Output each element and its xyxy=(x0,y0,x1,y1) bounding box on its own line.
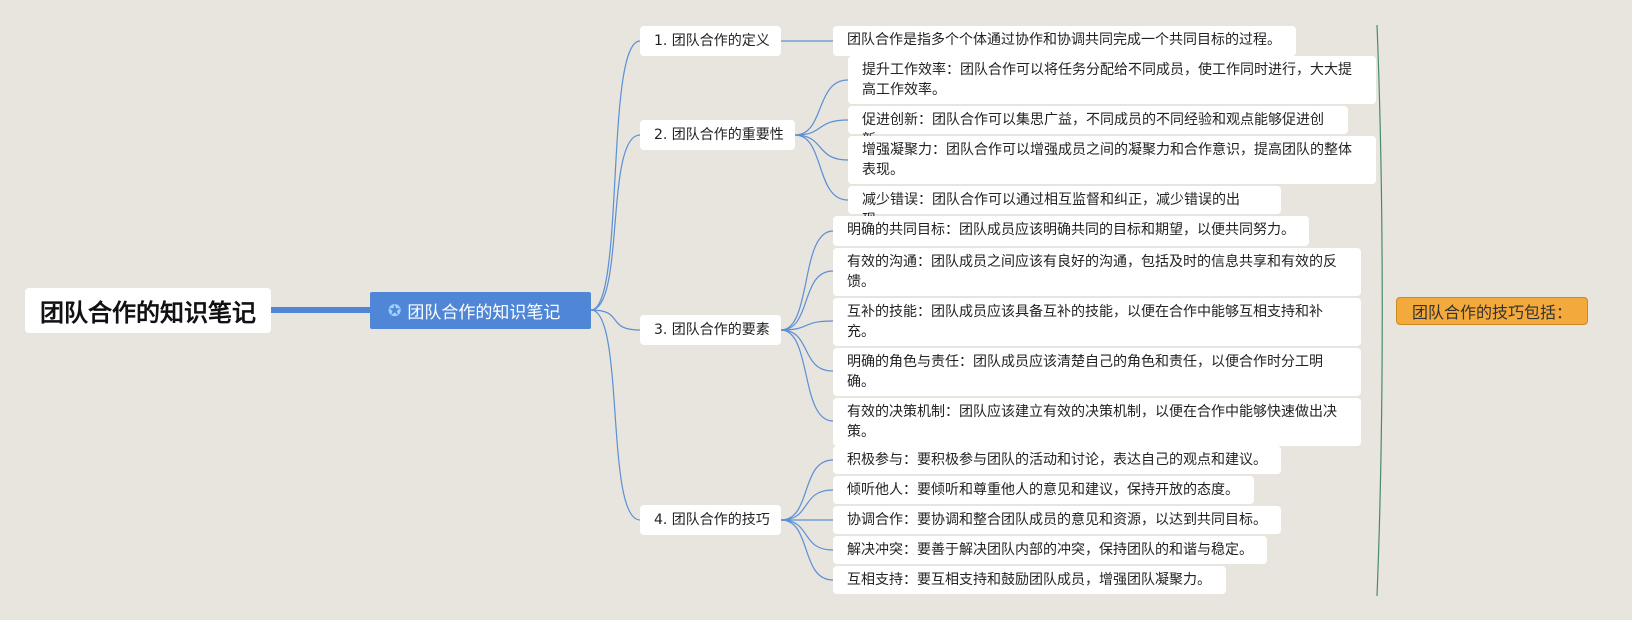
leaf-text: 有效的决策机制：团队应该建立有效的决策机制，以便在合作中能够快速做出决策。 xyxy=(847,404,1337,440)
list-item[interactable]: 提升工作效率：团队合作可以将任务分配给不同成员，使工作同时进行，大大提高工作效率… xyxy=(848,56,1376,104)
branch-label: 1. 团队合作的定义 xyxy=(654,33,770,49)
summary-topic[interactable]: 团队合作的技巧包括： xyxy=(1396,297,1588,325)
leaf-text: 协调合作：要协调和整合团队成员的意见和资源，以达到共同目标。 xyxy=(847,512,1267,528)
central-topic[interactable]: ✪ 团队合作的知识笔记 xyxy=(370,292,591,329)
list-item[interactable]: 促进创新：团队合作可以集思广益，不同成员的不同经验和观点能够促进创新。 xyxy=(848,106,1348,148)
star-icon: ✪ xyxy=(388,301,402,320)
list-item[interactable]: 倾听他人：要倾听和尊重他人的意见和建议，保持开放的态度。 xyxy=(833,476,1254,504)
list-item[interactable]: 积极参与：要积极参与团队的活动和讨论，表达自己的观点和建议。 xyxy=(833,446,1281,474)
summary-bracket xyxy=(1376,24,1383,597)
leaf-text: 提升工作效率：团队合作可以将任务分配给不同成员，使工作同时进行，大大提高工作效率… xyxy=(862,62,1352,98)
leaf-text: 倾听他人：要倾听和尊重他人的意见和建议，保持开放的态度。 xyxy=(847,482,1239,498)
leaf-text: 积极参与：要积极参与团队的活动和讨论，表达自己的观点和建议。 xyxy=(847,452,1267,468)
list-item[interactable]: 解决冲突：要善于解决团队内部的冲突，保持团队的和谐与稳定。 xyxy=(833,536,1267,564)
leaf-text: 有效的沟通：团队成员之间应该有良好的沟通，包括及时的信息共享和有效的反馈。 xyxy=(847,254,1337,290)
branch-definition[interactable]: 1. 团队合作的定义 xyxy=(640,26,781,56)
leaf-text: 互补的技能：团队成员应该具备互补的技能，以便在合作中能够互相支持和补充。 xyxy=(847,304,1323,340)
branch-elements[interactable]: 3. 团队合作的要素 xyxy=(640,315,781,345)
list-item[interactable]: 互补的技能：团队成员应该具备互补的技能，以便在合作中能够互相支持和补充。 xyxy=(833,298,1361,346)
leaf-text: 增强凝聚力：团队合作可以增强成员之间的凝聚力和合作意识，提高团队的整体表现。 xyxy=(862,142,1352,178)
branch-label: 2. 团队合作的重要性 xyxy=(654,127,784,143)
leaf-text: 明确的共同目标：团队成员应该明确共同的目标和期望，以便共同努力。 xyxy=(847,222,1295,238)
list-item[interactable]: 有效的沟通：团队成员之间应该有良好的沟通，包括及时的信息共享和有效的反馈。 xyxy=(833,248,1361,296)
leaf-text: 明确的角色与责任：团队成员应该清楚自己的角色和责任，以便合作时分工明确。 xyxy=(847,354,1323,390)
list-item[interactable]: 明确的共同目标：团队成员应该明确共同的目标和期望，以便共同努力。 xyxy=(833,216,1309,246)
list-item[interactable]: 团队合作是指多个个体通过协作和协调共同完成一个共同目标的过程。 xyxy=(833,26,1296,56)
central-title: 团队合作的知识笔记 xyxy=(407,303,561,323)
list-item[interactable]: 减少错误：团队合作可以通过相互监督和纠正，减少错误的出现。 xyxy=(848,186,1281,228)
list-item[interactable]: 协调合作：要协调和整合团队成员的意见和资源，以达到共同目标。 xyxy=(833,506,1281,534)
list-item[interactable]: 明确的角色与责任：团队成员应该清楚自己的角色和责任，以便合作时分工明确。 xyxy=(833,348,1361,396)
list-item[interactable]: 有效的决策机制：团队应该建立有效的决策机制，以便在合作中能够快速做出决策。 xyxy=(833,398,1361,446)
branch-importance[interactable]: 2. 团队合作的重要性 xyxy=(640,120,795,150)
branch-label: 3. 团队合作的要素 xyxy=(654,322,770,338)
leaf-text: 解决冲突：要善于解决团队内部的冲突，保持团队的和谐与稳定。 xyxy=(847,542,1253,558)
leaf-text: 团队合作是指多个个体通过协作和协调共同完成一个共同目标的过程。 xyxy=(847,32,1281,48)
root-topic[interactable]: 团队合作的知识笔记 xyxy=(25,288,271,333)
root-title: 团队合作的知识笔记 xyxy=(40,299,256,327)
list-item[interactable]: 互相支持：要互相支持和鼓励团队成员，增强团队凝聚力。 xyxy=(833,566,1226,594)
list-item[interactable]: 增强凝聚力：团队合作可以增强成员之间的凝聚力和合作意识，提高团队的整体表现。 xyxy=(848,136,1376,184)
summary-label: 团队合作的技巧包括： xyxy=(1411,303,1572,322)
branch-connectors xyxy=(590,40,849,581)
branch-skills[interactable]: 4. 团队合作的技巧 xyxy=(640,505,781,535)
leaf-text: 互相支持：要互相支持和鼓励团队成员，增强团队凝聚力。 xyxy=(847,572,1211,588)
branch-label: 4. 团队合作的技巧 xyxy=(654,512,770,528)
